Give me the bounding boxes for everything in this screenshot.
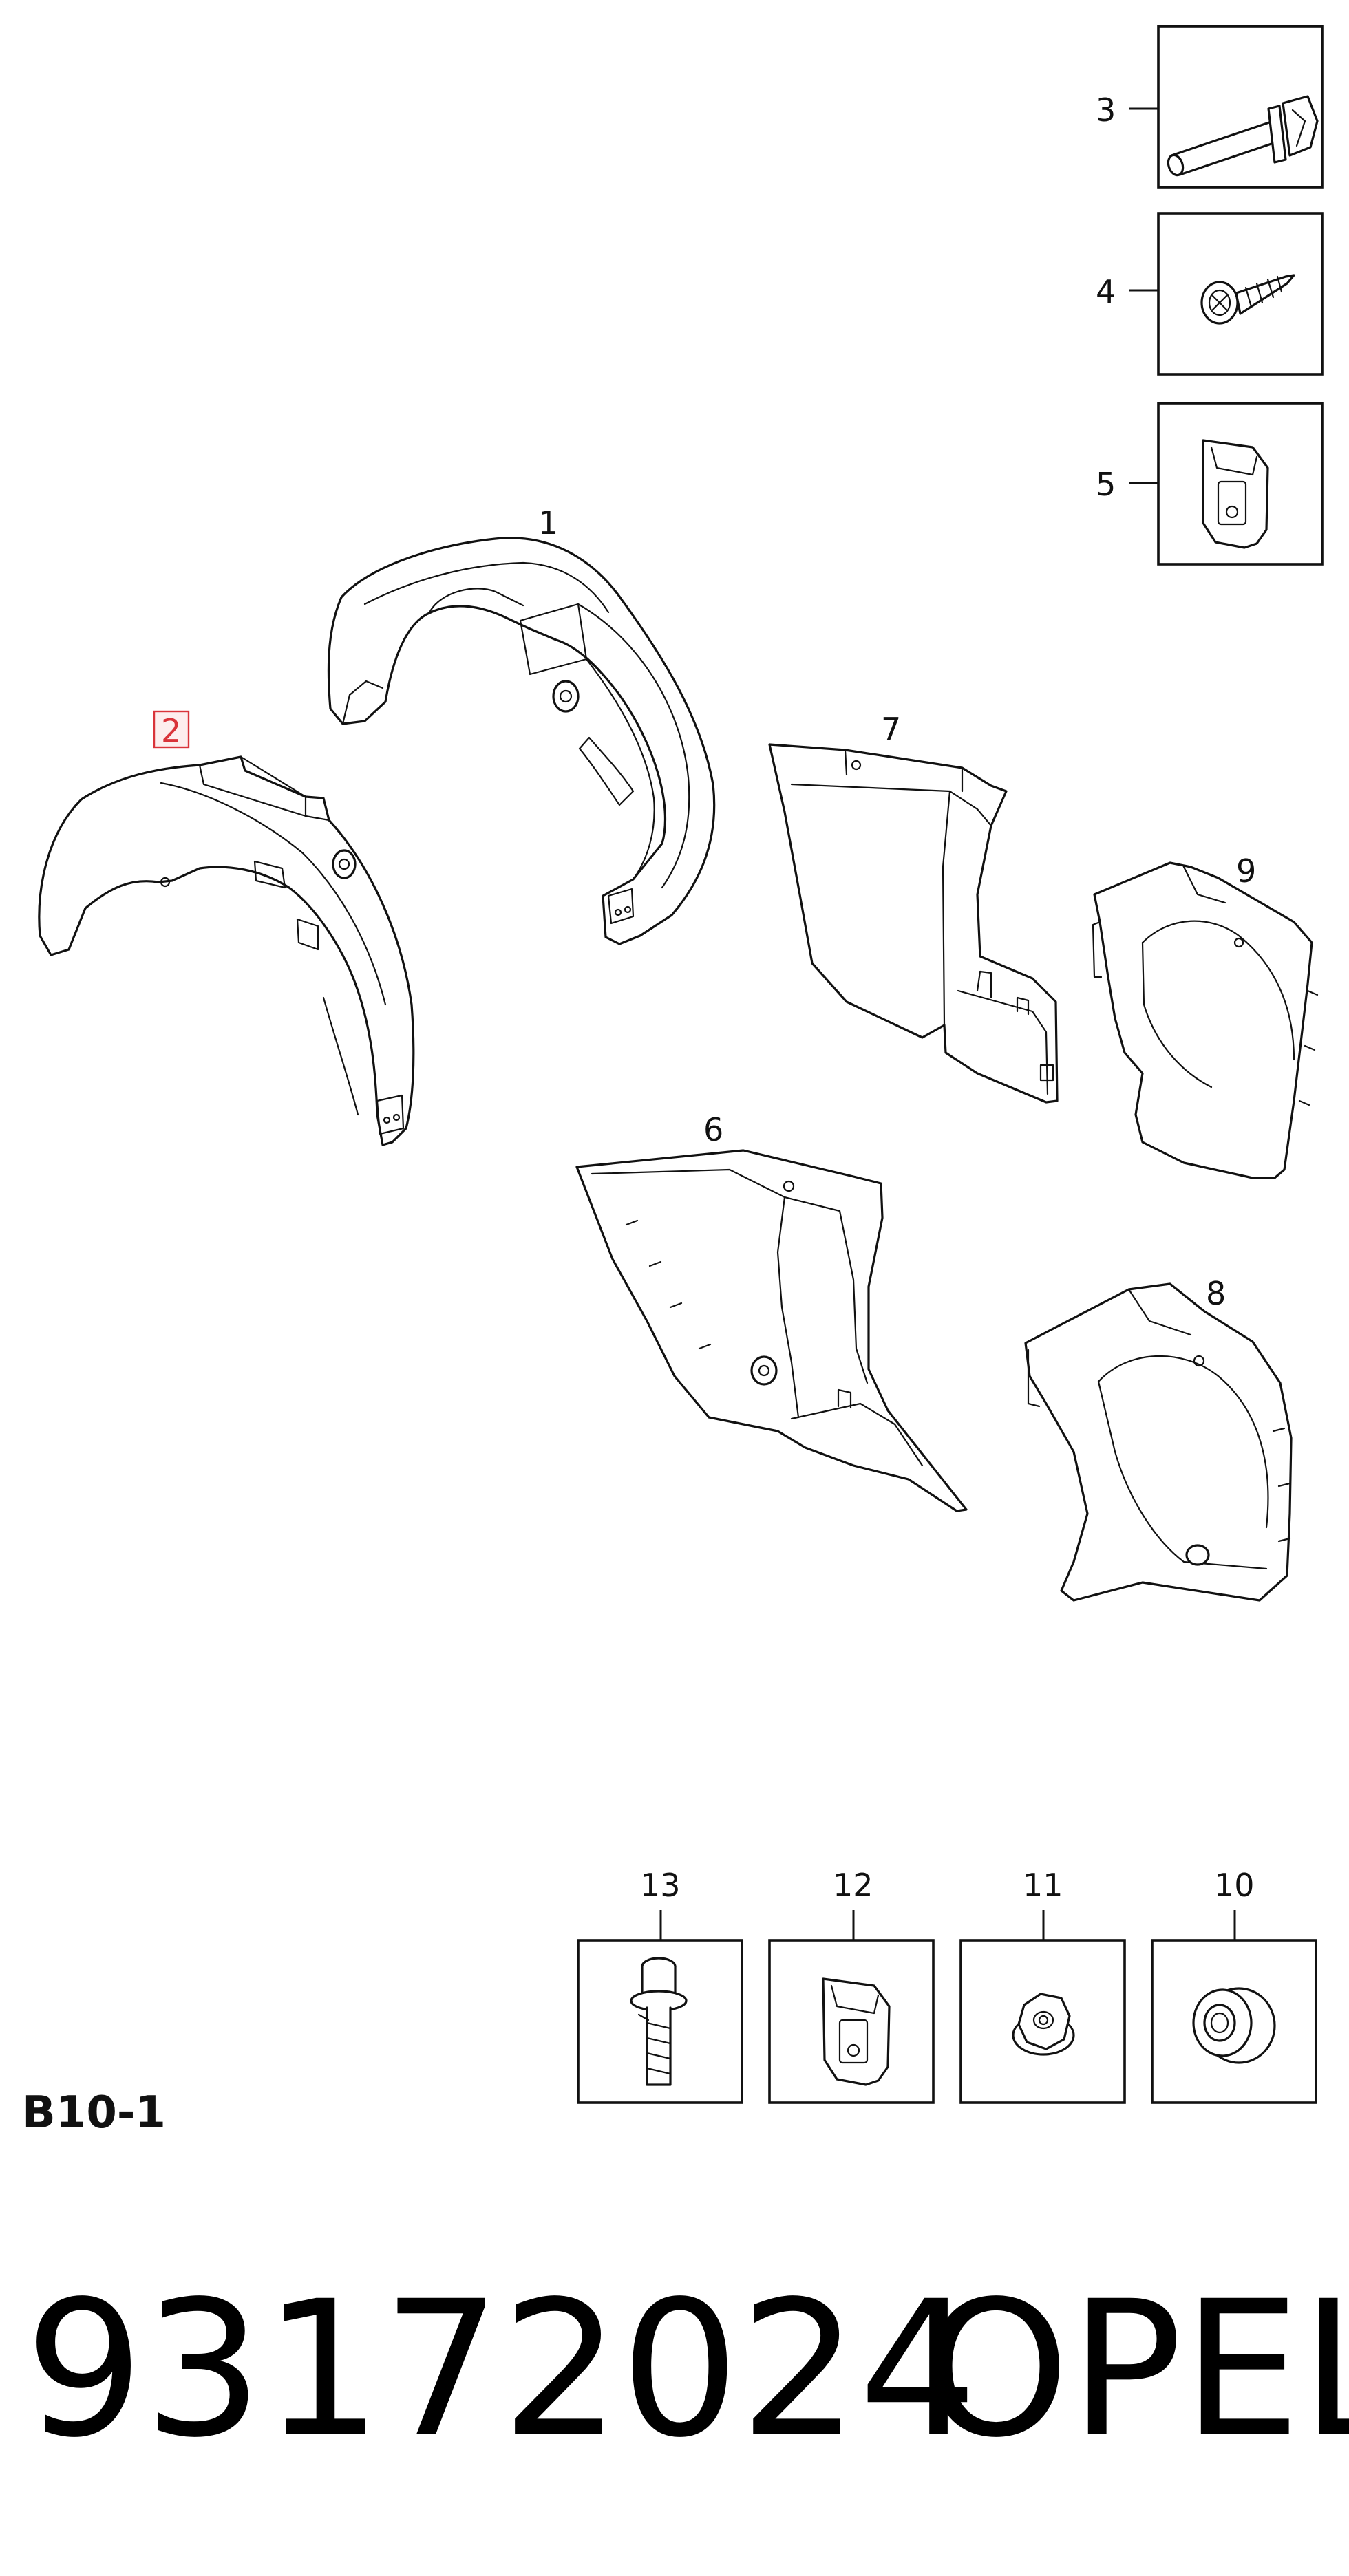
callout-6[interactable]: 6: [703, 1111, 723, 1148]
grommet-icon: [1192, 1987, 1276, 2064]
callout-2-highlight: [153, 710, 190, 749]
callout-13[interactable]: 13: [640, 1867, 681, 1904]
screw-icon: [1200, 274, 1295, 325]
callout-12[interactable]: 12: [833, 1867, 873, 1904]
part-7-panel: 7: [768, 711, 1059, 1104]
part-number: 93172024: [25, 2262, 977, 2479]
part-5-clip: 5: [1096, 402, 1324, 566]
part-8-cover: 8: [1024, 1275, 1293, 1602]
part-2-wheelhouse-liner: 2: [38, 710, 415, 1146]
part-1-wheelhouse-liner: 1: [327, 504, 716, 945]
part-13-stud: 13: [577, 1867, 743, 2104]
callout-1[interactable]: 1: [538, 504, 558, 541]
part-12-clip: 12: [768, 1867, 935, 2104]
part-11-nut: 11: [959, 1867, 1126, 2104]
brand-name: OPEL: [922, 2262, 1349, 2479]
clip-icon: [1202, 439, 1269, 549]
callout-2[interactable]: 2: [161, 712, 181, 749]
callout-7[interactable]: 7: [881, 711, 901, 748]
part-9-cover: 9: [1092, 852, 1319, 1179]
callout-4[interactable]: 4: [1096, 273, 1116, 310]
callout-3[interactable]: 3: [1096, 92, 1116, 129]
part-3-push-rivet: 3: [1096, 25, 1324, 189]
stud-icon: [630, 1957, 688, 2086]
push-rivet-icon: [1167, 95, 1319, 177]
section-code: B10-1: [22, 2087, 166, 2138]
flange-nut-icon: [1012, 1993, 1075, 2056]
callout-11[interactable]: 11: [1023, 1867, 1063, 1904]
part-10-grommet: 10: [1151, 1867, 1317, 2104]
callout-8[interactable]: 8: [1206, 1275, 1226, 1312]
callout-10[interactable]: 10: [1214, 1867, 1255, 1904]
callout-9[interactable]: 9: [1236, 852, 1256, 890]
part-4-screw: 4: [1096, 212, 1324, 376]
part-6-panel: 6: [575, 1111, 968, 1512]
clip-icon: [822, 1977, 891, 2086]
callout-5[interactable]: 5: [1096, 466, 1116, 503]
